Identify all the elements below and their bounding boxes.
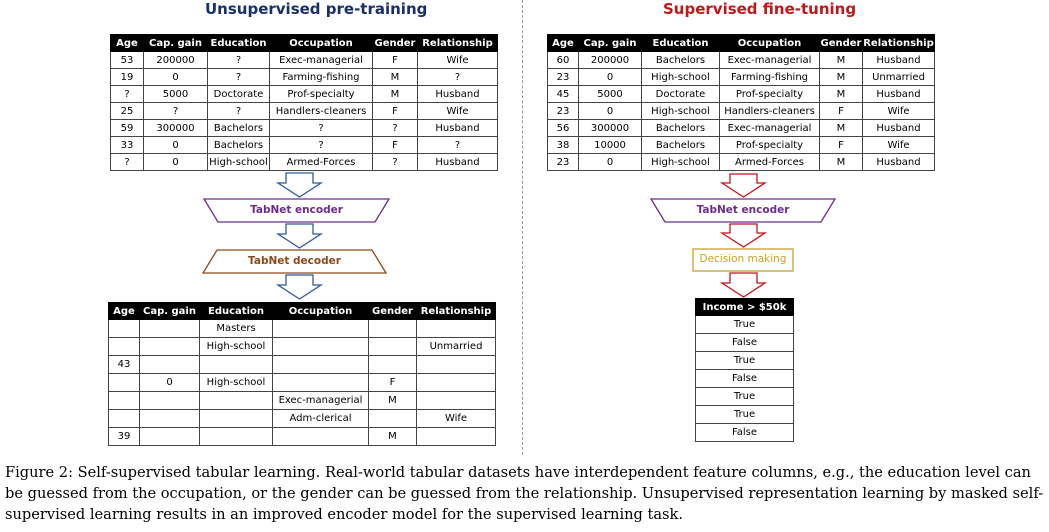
table-cell: Husband [417, 153, 498, 171]
table-cell: Husband [862, 153, 935, 171]
left-arrow-2 [275, 223, 324, 249]
left-encoder-trapezoid [202, 198, 391, 223]
dashed-divider [522, 0, 523, 455]
table-cell: High-school [641, 153, 720, 171]
table-row: False [695, 423, 794, 442]
right-encoder-label: TabNet encoder [696, 204, 790, 216]
left-arrow-3 [275, 274, 324, 300]
right-arrow-2 [719, 223, 768, 248]
left-arrow-1 [275, 172, 324, 198]
column-header: Education [207, 34, 270, 52]
right-arrow-1 [719, 173, 768, 198]
table-cell: Wife [862, 102, 935, 120]
right-encoder-trapezoid [649, 198, 837, 223]
decision-making-box [692, 248, 794, 272]
table-cell: ? [372, 153, 418, 171]
table-row: 43 [108, 355, 496, 374]
left-decoder-label: TabNet decoder [248, 255, 341, 267]
left-encoder-label: TabNet encoder [250, 204, 343, 216]
column-header: Age [547, 34, 579, 52]
table-cell: 0 [578, 153, 642, 171]
column-header: Gender [368, 302, 417, 320]
column-header: Occupation [719, 34, 820, 52]
column-header: Income > $50k [695, 298, 794, 316]
table-cell [416, 427, 496, 446]
decision-making-label: Decision making [699, 253, 787, 265]
column-header: Relationship [862, 34, 935, 52]
table-cell: M [368, 427, 417, 446]
supervised-heading: Supervised fine-tuning [663, 0, 857, 18]
column-header: Relationship [416, 302, 496, 320]
column-header: Cap. gain [578, 34, 642, 52]
column-header: Relationship [417, 34, 498, 52]
right-arrow-3 [719, 272, 768, 298]
unsupervised-heading: Unsupervised pre-training [205, 0, 428, 18]
figure-caption: Figure 2: Self-supervised tabular learni… [5, 464, 1044, 523]
table-cell: Armed-Forces [269, 153, 373, 171]
table-cell: Husband [862, 51, 935, 69]
left-decoder-trapezoid [201, 249, 388, 274]
table-cell: False [695, 423, 794, 442]
